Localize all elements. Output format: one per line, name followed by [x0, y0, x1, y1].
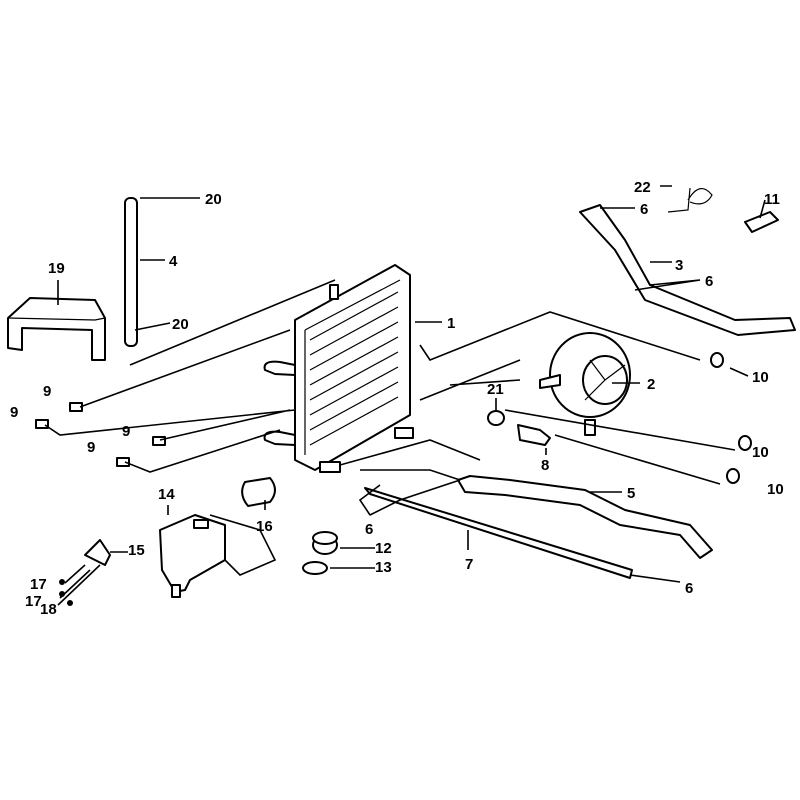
- callout-22: 22: [634, 179, 651, 196]
- callout-13: 13: [375, 559, 392, 576]
- callout-10a: 10: [752, 369, 769, 386]
- callout-4: 4: [169, 253, 178, 270]
- callout-20: 20: [205, 191, 222, 208]
- part-tube: [364, 487, 633, 579]
- callout-11: 11: [764, 191, 780, 208]
- callout-2: 2: [647, 376, 655, 393]
- callouts: 20 4 20 19 1 22 6 11 3 6 10 2 21 9 9 9 9…: [10, 179, 784, 618]
- part-radiator: [263, 264, 414, 473]
- part-reservoir: [159, 514, 226, 598]
- part-washer: [487, 410, 505, 426]
- callout-9a: 9: [43, 383, 51, 400]
- callout-12: 12: [375, 540, 392, 557]
- callout-9d: 9: [87, 439, 95, 456]
- callout-8: 8: [541, 457, 549, 474]
- callout-18: 18: [40, 601, 57, 618]
- part-sleeve: [744, 211, 779, 233]
- callout-5: 5: [627, 485, 635, 502]
- part-seal: [302, 561, 328, 575]
- part-rod: [124, 197, 138, 347]
- callout-6b: 6: [705, 273, 713, 290]
- leader-lines: [44, 185, 766, 606]
- callout-15: 15: [128, 542, 145, 559]
- callout-10c: 10: [767, 481, 784, 498]
- callout-20b: 20: [172, 316, 189, 333]
- callout-6d: 6: [685, 580, 693, 597]
- part-sensor: [517, 424, 551, 446]
- callout-17b: 17: [25, 593, 42, 610]
- callout-7: 7: [465, 556, 473, 573]
- callout-6a: 6: [640, 201, 648, 218]
- part-cap-cover: [241, 477, 276, 507]
- part-hose-lower: [457, 475, 713, 559]
- callout-9c: 9: [122, 423, 130, 440]
- part-clamp: [667, 187, 713, 213]
- part-bracket-cover: [7, 297, 106, 361]
- part-filler-cap: [312, 531, 338, 555]
- part-fan: [539, 332, 631, 436]
- callout-17a: 17: [30, 576, 47, 593]
- callout-6c: 6: [365, 521, 373, 538]
- callout-9b: 9: [10, 404, 18, 421]
- callout-10b: 10: [752, 444, 769, 461]
- callout-21: 21: [487, 381, 504, 398]
- callout-16: 16: [256, 518, 273, 535]
- part-hose-upper: [579, 204, 796, 336]
- callout-19: 19: [48, 260, 65, 277]
- callout-1: 1: [447, 315, 455, 332]
- callout-3: 3: [675, 257, 683, 274]
- callout-14: 14: [158, 486, 175, 503]
